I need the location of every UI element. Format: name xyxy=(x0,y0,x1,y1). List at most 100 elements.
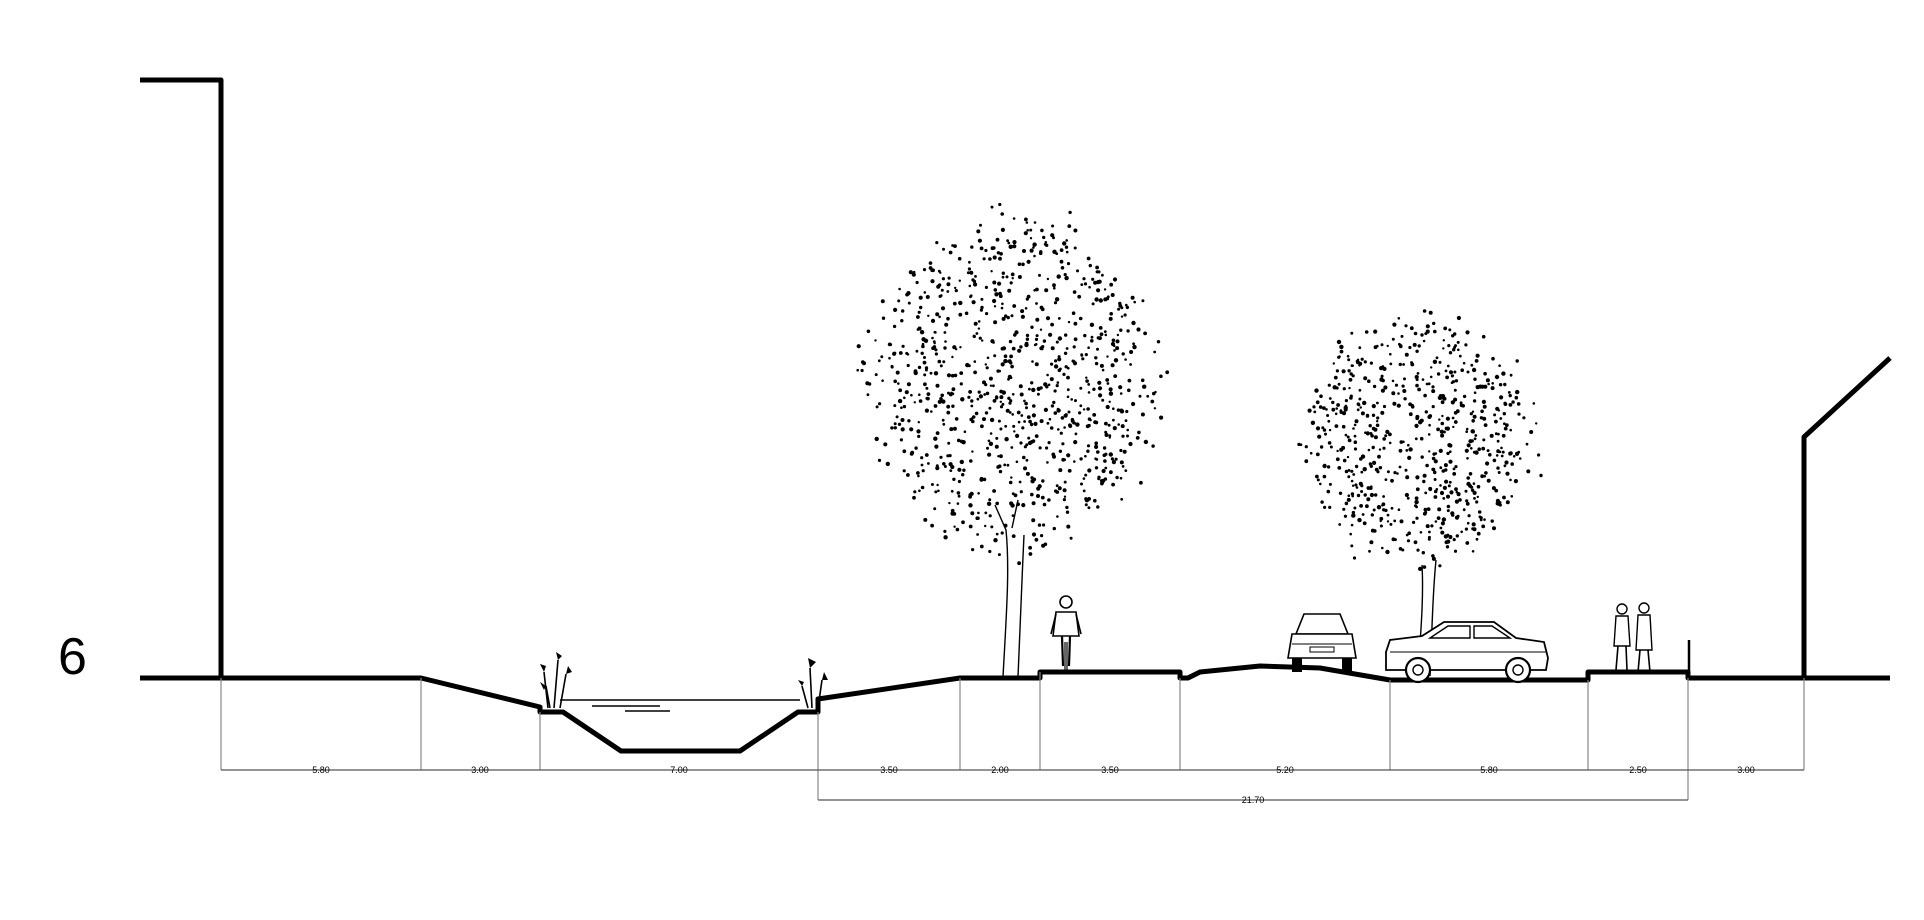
canopy-dot xyxy=(1442,430,1446,434)
canopy-dot xyxy=(1459,403,1464,408)
canopy-dot xyxy=(1031,532,1037,537)
canopy-dot xyxy=(1091,302,1095,306)
canopy-dot xyxy=(1357,517,1362,523)
canopy-dot xyxy=(949,469,953,472)
canopy-dot xyxy=(970,511,975,516)
canopy-dot xyxy=(1113,374,1118,378)
canopy-dot xyxy=(1427,415,1432,419)
canopy-dot xyxy=(1401,384,1405,388)
canopy-dot xyxy=(1346,354,1350,358)
canopy-dot xyxy=(988,498,992,502)
canopy-dot xyxy=(1095,458,1099,461)
canopy-dot xyxy=(1403,377,1406,381)
canopy-dot xyxy=(1424,410,1429,414)
canopy-dot xyxy=(1087,391,1091,394)
canopy-dot xyxy=(939,364,943,368)
canopy-dot xyxy=(1449,490,1454,495)
canopy-dot xyxy=(1104,433,1109,437)
canopy-dot xyxy=(1347,494,1351,498)
canopy-dot xyxy=(1376,505,1382,510)
canopy-dot xyxy=(1370,434,1374,438)
canopy-dot xyxy=(1343,405,1348,410)
canopy-dot xyxy=(1358,388,1362,392)
canopy-dot xyxy=(1105,404,1110,410)
canopy-dot xyxy=(1481,334,1486,339)
canopy-dot xyxy=(1422,339,1426,343)
canopy-dot xyxy=(1039,419,1044,424)
canopy-dot xyxy=(1452,538,1456,542)
canopy-dot xyxy=(992,489,996,493)
canopy-dot xyxy=(1389,522,1393,526)
canopy-dot xyxy=(1466,476,1470,480)
canopy-dot xyxy=(946,290,950,293)
canopy-dot xyxy=(1335,407,1338,410)
canopy-dot xyxy=(1328,428,1332,432)
canopy-dot xyxy=(1028,419,1032,424)
canopy-dot xyxy=(1414,496,1419,501)
canopy-dot xyxy=(900,427,905,432)
canopy-dot xyxy=(950,373,955,378)
canopy-dot xyxy=(1074,432,1078,436)
canopy-dot xyxy=(1326,489,1331,494)
canopy-dot xyxy=(1352,556,1357,560)
canopy-dot xyxy=(961,520,965,525)
canopy-dot xyxy=(1382,366,1387,371)
canopy-dot xyxy=(1067,320,1071,324)
canopy-dot xyxy=(948,250,953,255)
canopy-dot xyxy=(1150,399,1155,404)
canopy-dot xyxy=(917,310,921,314)
canopy-dot xyxy=(1369,540,1374,545)
canopy-dot xyxy=(1422,473,1427,478)
canopy-dot xyxy=(1307,408,1312,413)
canopy-dot xyxy=(1143,331,1147,336)
canopy-dot xyxy=(1015,460,1019,464)
canopy-dot xyxy=(1408,402,1412,407)
canopy-dot xyxy=(1099,332,1104,337)
canopy-dot xyxy=(1471,410,1475,413)
canopy-dot xyxy=(1416,548,1420,552)
canopy-dot xyxy=(1400,334,1404,338)
canopy-dot xyxy=(1446,504,1451,509)
canopy-dot xyxy=(1363,360,1367,364)
canopy-dot xyxy=(1512,455,1516,458)
canopy-dot xyxy=(1473,437,1477,441)
canopy-dot xyxy=(1477,510,1482,514)
canopy-dot xyxy=(1101,468,1106,474)
canopy-dot xyxy=(1467,502,1470,505)
canopy-dot xyxy=(1366,497,1371,502)
canopy-dot xyxy=(1066,388,1070,392)
canopy-dot xyxy=(933,404,938,408)
canopy-dot xyxy=(1422,511,1427,516)
canopy-dot xyxy=(1019,490,1023,494)
canopy-dot xyxy=(961,473,965,477)
canopy-dot xyxy=(1342,458,1347,463)
canopy-dot xyxy=(1392,401,1397,406)
canopy-dot xyxy=(968,260,971,264)
canopy-dot xyxy=(1113,358,1119,363)
canopy-dot xyxy=(1011,492,1015,496)
canopy-dot xyxy=(1446,364,1450,368)
canopy-dot xyxy=(1060,266,1065,270)
canopy-dot xyxy=(995,237,1000,242)
canopy-dot xyxy=(988,441,994,446)
canopy-dot xyxy=(1135,436,1140,440)
canopy-dot xyxy=(1350,544,1354,548)
canopy-dot xyxy=(1413,331,1418,336)
canopy-dot xyxy=(1412,520,1416,525)
canopy-dot xyxy=(1012,217,1016,220)
canopy-dot xyxy=(1503,464,1507,468)
canopy-dot xyxy=(1125,305,1130,310)
canopy-dot xyxy=(1419,531,1423,534)
canopy-dot xyxy=(1472,490,1477,495)
canopy-dot xyxy=(1404,492,1409,498)
canopy-dot xyxy=(910,450,915,455)
canopy-dot xyxy=(1339,349,1344,354)
canopy-dot xyxy=(1471,522,1476,527)
canopy-dot xyxy=(1397,392,1400,395)
canopy-dot xyxy=(1098,393,1103,398)
canopy-dot xyxy=(1094,441,1098,446)
canopy-dot xyxy=(1317,434,1322,439)
canopy-dot xyxy=(924,453,929,457)
canopy-dot xyxy=(1509,478,1512,482)
canopy-dot xyxy=(937,269,941,273)
